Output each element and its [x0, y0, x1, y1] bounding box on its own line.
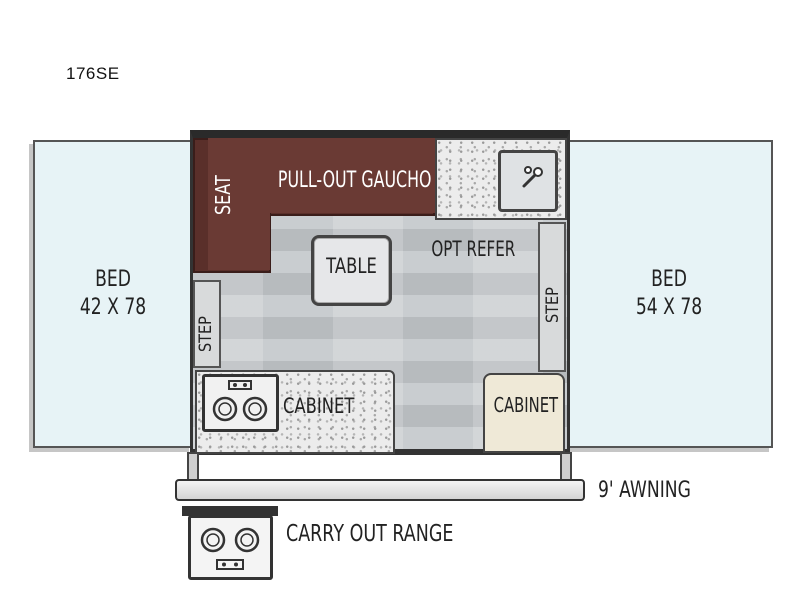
gaucho-label: PULL-OUT GAUCHO [277, 168, 432, 193]
seat-label: SEAT [211, 175, 235, 215]
bed-right: BED 54 X 78 [565, 140, 773, 448]
model-name: 176SE [66, 64, 120, 83]
cooktop-icon [188, 515, 273, 580]
gaucho-cushion [270, 138, 435, 213]
table [311, 235, 392, 306]
stovetop-icon [202, 374, 279, 432]
bed-left-label: BED 42 X 78 [79, 267, 147, 320]
range-burners-icon [200, 527, 260, 570]
step-right-label: STEP [543, 287, 563, 323]
range-label: CARRY OUT RANGE [286, 521, 454, 547]
step-left [193, 280, 221, 368]
cabinet-right [483, 373, 565, 453]
step-right [538, 222, 566, 372]
awning-label: 9' AWNING [598, 478, 691, 503]
range-lid [182, 506, 278, 516]
awning [175, 479, 585, 501]
awning-post-right [560, 452, 572, 482]
cabinet-left-label: CABINET [283, 394, 355, 418]
seat-cushion [208, 138, 270, 270]
sink-icon [498, 150, 558, 212]
awning-post-left [187, 452, 199, 482]
stove-burners-icon [212, 380, 268, 422]
cabinet-right-label: CABINET [493, 393, 559, 417]
step-left-label: STEP [196, 316, 216, 352]
bed-right-label: BED 54 X 78 [635, 267, 703, 320]
table-label: TABLE [326, 254, 377, 278]
bed-left: BED 42 X 78 [33, 140, 193, 448]
faucet-icon [522, 166, 543, 188]
refer-label: OPT REFER [431, 237, 516, 261]
